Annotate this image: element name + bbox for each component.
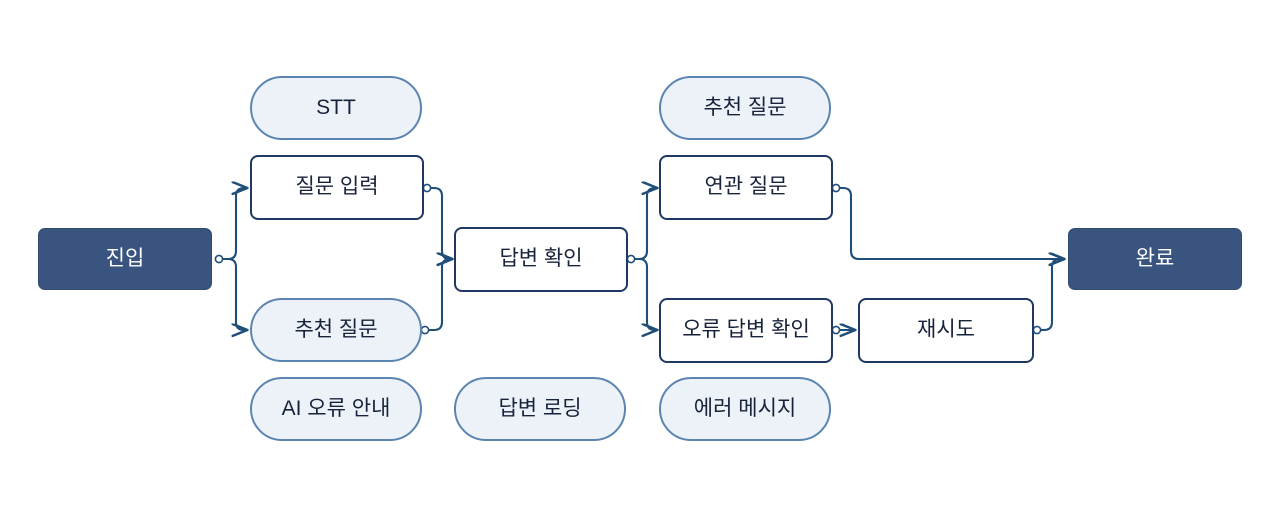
- connector-dot-rec-question: [420, 325, 430, 335]
- connector-dot-error-answer: [831, 325, 841, 335]
- edge-entry-to-recommended-question: [218, 257, 247, 330]
- node-question-input[interactable]: 질문 입력: [250, 155, 424, 220]
- edge-related-question-to-done: [835, 186, 1064, 259]
- connector-dot-related-question: [831, 183, 841, 193]
- node-answer-loading[interactable]: 답변 로딩: [454, 377, 626, 441]
- connector-dot-answer-confirm: [626, 254, 636, 264]
- node-recommended-question-left[interactable]: 추천 질문: [250, 298, 422, 362]
- edge-recommended-question-to-answer-confirm: [424, 259, 452, 332]
- node-done[interactable]: 완료: [1068, 228, 1242, 290]
- connector-dot-retry: [1032, 325, 1042, 335]
- node-ai-error-guide[interactable]: AI 오류 안내: [250, 377, 422, 441]
- edge-answer-confirm-to-error-answer-confirm: [630, 257, 657, 330]
- edge-retry-to-done: [1036, 259, 1064, 332]
- node-error-answer-confirm[interactable]: 오류 답변 확인: [659, 298, 833, 363]
- edge-entry-to-question-input: [218, 188, 247, 261]
- connector-dot-entry: [214, 254, 224, 264]
- node-recommended-question-right[interactable]: 추천 질문: [659, 76, 831, 140]
- node-error-message[interactable]: 에러 메시지: [659, 377, 831, 441]
- node-entry[interactable]: 진입: [38, 228, 212, 290]
- node-retry[interactable]: 재시도: [858, 298, 1034, 363]
- edge-answer-confirm-to-related-question: [630, 188, 657, 261]
- node-answer-confirm[interactable]: 답변 확인: [454, 227, 628, 292]
- node-related-question[interactable]: 연관 질문: [659, 155, 833, 220]
- node-stt[interactable]: STT: [250, 76, 422, 140]
- connector-dot-question-input: [422, 183, 432, 193]
- edge-question-input-to-answer-confirm: [426, 186, 452, 259]
